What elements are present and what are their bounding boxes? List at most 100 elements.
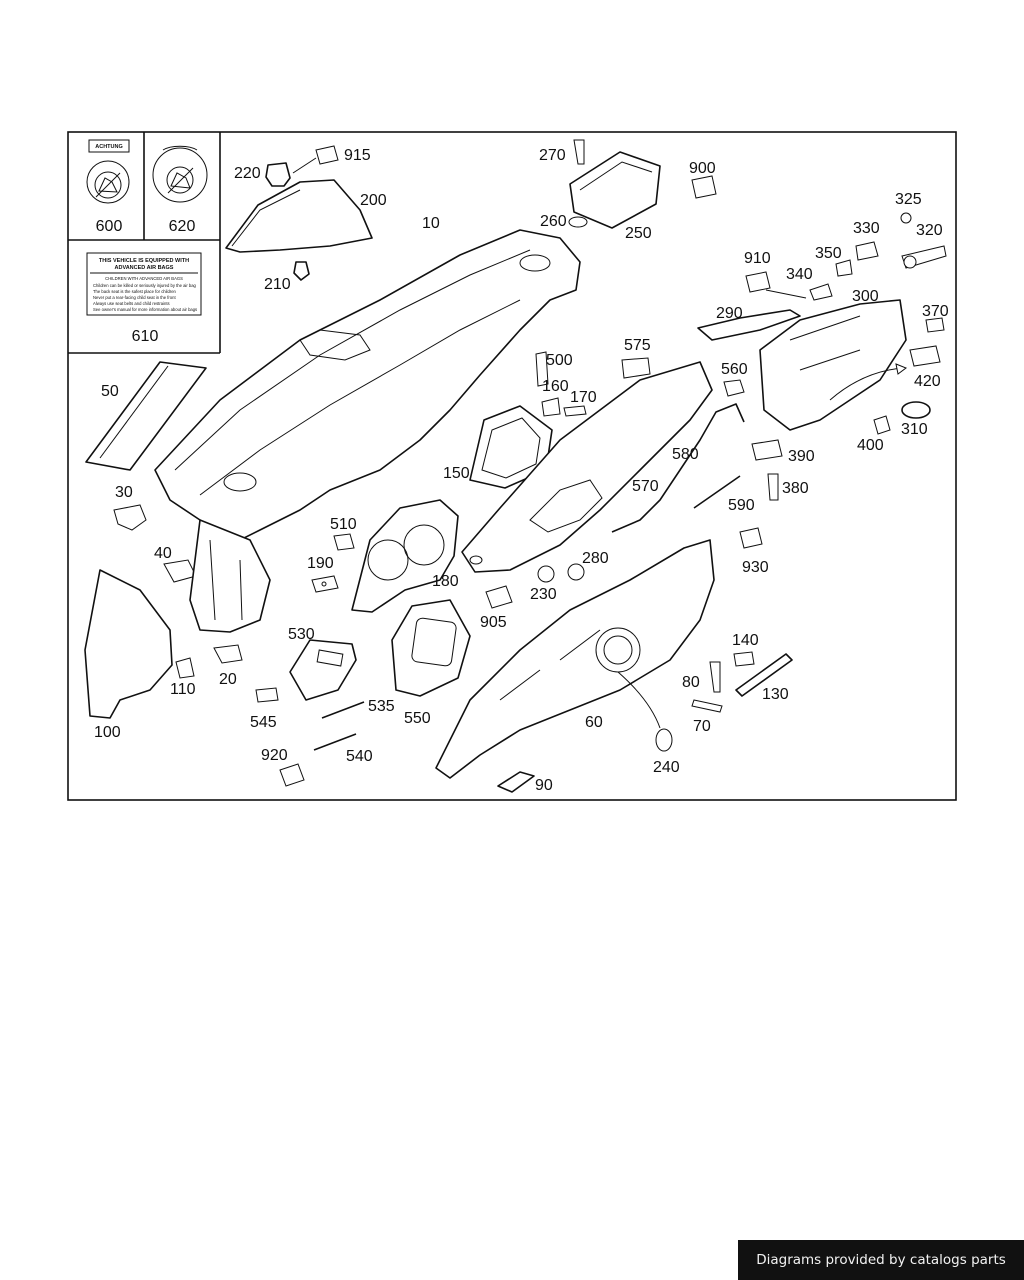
label-panels: ACHTUNG 600 620 THIS VEHICLE IS EQUIPPED… [68, 132, 221, 354]
callout-560: 560 [721, 361, 748, 378]
label-610-subtitle: CHILDREN WITH ADVANCED AIR BAGS [105, 276, 183, 281]
part-545-bolt [255, 687, 279, 703]
part-330-switch [855, 241, 879, 261]
callout-350: 350 [815, 245, 842, 262]
part-915-tag [315, 145, 339, 165]
callout-390: 390 [788, 448, 815, 465]
part-260-spacer [568, 216, 588, 228]
label-610-title-line2: ADVANCED AIR BAGS [115, 265, 174, 271]
part-110-clip [175, 657, 195, 679]
callout-90: 90 [535, 777, 553, 794]
airbag-warning-label-610: THIS VEHICLE IS EQUIPPED WITH ADVANCED A… [86, 252, 202, 345]
part-380-bolt [767, 473, 779, 501]
callout-320: 320 [916, 222, 943, 239]
label-610-caption: 610 [132, 328, 159, 345]
part-30-clip [113, 504, 147, 531]
callout-310: 310 [901, 421, 928, 438]
part-170-screw [563, 405, 587, 417]
part-200-cover [225, 179, 373, 253]
callout-70: 70 [693, 718, 711, 735]
part-500-bolt [535, 351, 549, 387]
part-400-bumper [873, 415, 891, 435]
part-230-knob [537, 565, 555, 583]
part-130-strip [735, 653, 793, 697]
part-lower-bracket [189, 519, 271, 633]
callout-400: 400 [857, 437, 884, 454]
callout-290: 290 [716, 305, 743, 322]
part-drawings [84, 139, 947, 793]
label-600-caption: 600 [96, 218, 123, 235]
callout-380: 380 [782, 480, 809, 497]
callout-210: 210 [264, 276, 291, 293]
callout-930: 930 [742, 559, 769, 576]
label-610-line-5: See owner's manual for more information … [93, 307, 197, 312]
part-40-clip [163, 559, 197, 583]
callout-570: 570 [632, 478, 659, 495]
part-250-airbag-module [569, 151, 661, 229]
callout-100: 100 [94, 724, 121, 741]
callout-20: 20 [219, 671, 237, 688]
callout-40: 40 [154, 545, 172, 562]
callout-580: 580 [672, 446, 699, 463]
part-210-clip [293, 261, 310, 281]
diagram-frame [67, 131, 957, 801]
part-310-handle [901, 401, 931, 419]
part-535-strip [321, 701, 365, 719]
part-290-hose [697, 309, 801, 341]
part-300-glovebox [759, 299, 907, 431]
part-140-clip [733, 651, 755, 667]
part-390-clip [751, 439, 783, 461]
callout-250: 250 [625, 225, 652, 242]
callout-575: 575 [624, 337, 651, 354]
callout-150: 150 [443, 465, 470, 482]
part-60-lower-panel [435, 539, 715, 779]
callout-920: 920 [261, 747, 288, 764]
part-70-pin [691, 699, 723, 713]
callout-545: 545 [250, 714, 277, 731]
callout-420: 420 [914, 373, 941, 390]
callout-280: 280 [582, 550, 609, 567]
part-900-tag [691, 175, 717, 199]
part-930-tag [739, 527, 763, 549]
part-920-tag [279, 763, 305, 787]
part-905-tag [485, 585, 513, 609]
callout-340: 340 [786, 266, 813, 283]
part-910-tag [745, 271, 771, 293]
credit-banner: Diagrams provided by catalogs parts [738, 1240, 1024, 1280]
callout-200: 200 [360, 192, 387, 209]
label-610-line-1: Children can be killed or seriously inju… [93, 283, 197, 288]
label-610-line-2: The back seat is the safest place for ch… [93, 289, 177, 294]
part-220-clip [265, 162, 291, 187]
callout-160: 160 [542, 378, 569, 395]
label-610-line-4: Always use seat belts and child restrain… [93, 301, 170, 306]
part-270-bolt [573, 139, 585, 165]
callout-140: 140 [732, 632, 759, 649]
callout-170: 170 [570, 389, 597, 406]
callout-130: 130 [762, 686, 789, 703]
part-575-clip [621, 357, 651, 379]
callout-190: 190 [307, 555, 334, 572]
part-50-trim-strip [85, 361, 207, 471]
callout-590: 590 [728, 497, 755, 514]
part-570-center-trim [461, 361, 713, 573]
callout-370: 370 [922, 303, 949, 320]
callout-500: 500 [546, 352, 573, 369]
callout-530: 530 [288, 626, 315, 643]
callout-270: 270 [539, 147, 566, 164]
part-20-clip [213, 644, 243, 664]
callout-60: 60 [585, 714, 603, 731]
callout-535: 535 [368, 698, 395, 715]
label-610-title-line1: THIS VEHICLE IS EQUIPPED WITH [99, 258, 189, 264]
part-580-wire [611, 403, 745, 533]
part-420-latch [909, 345, 941, 367]
part-100-side-cover [84, 569, 173, 719]
callout-325: 325 [895, 191, 922, 208]
callout-220: 220 [234, 165, 261, 182]
part-350-lamp [835, 259, 853, 277]
callout-10: 10 [422, 215, 440, 232]
label-610-line-3: Never put a rear-facing child seat in th… [93, 295, 176, 300]
part-160-bracket [541, 397, 561, 417]
callout-230: 230 [530, 586, 557, 603]
part-280-knob [567, 563, 585, 581]
